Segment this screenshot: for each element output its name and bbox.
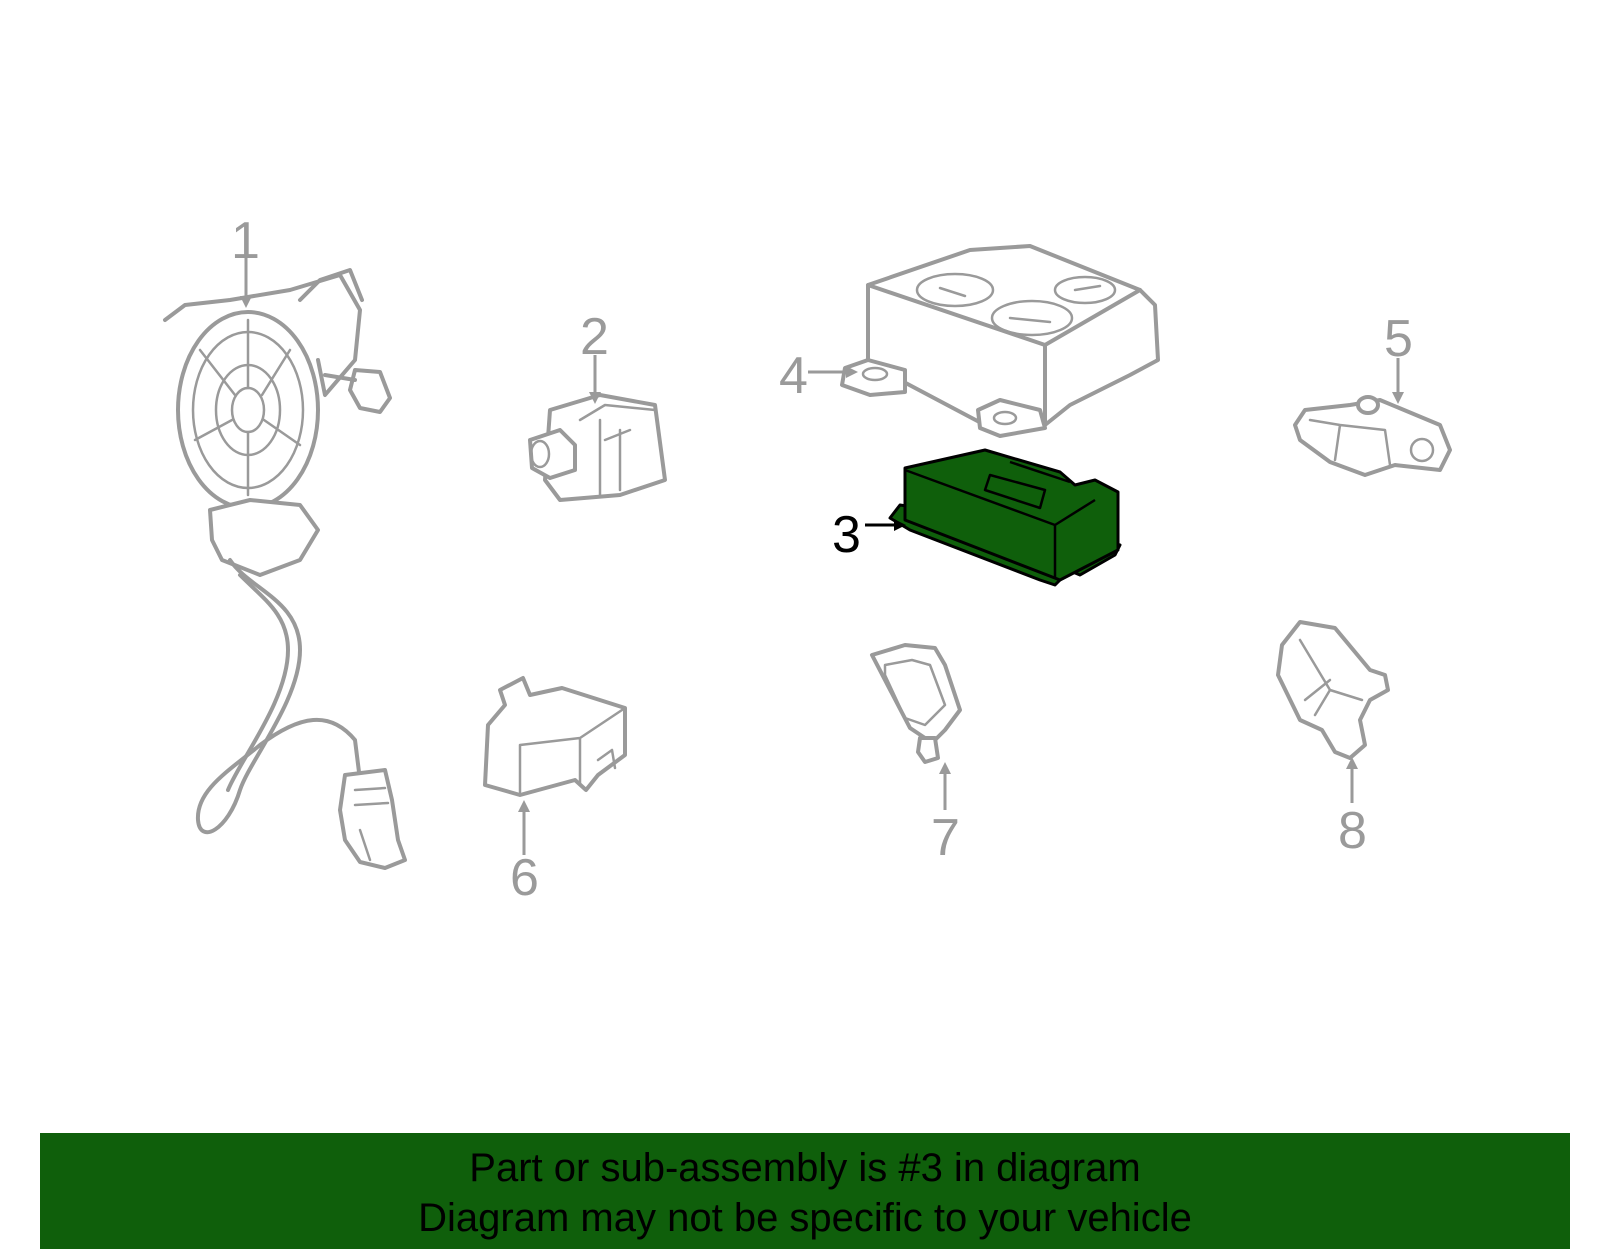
callout-arrows	[240, 258, 1404, 855]
callout-numbers: 1 2 3 4 5 6 7 8	[231, 212, 1413, 907]
banner-line-1: Part or sub-assembly is #3 in diagram	[469, 1146, 1141, 1190]
info-banner: Part or sub-assembly is #3 in diagram Di…	[40, 1133, 1570, 1249]
part-3-airbag-module[interactable]	[888, 448, 1122, 587]
callout-2: 2	[580, 308, 609, 366]
part-2-sensor[interactable]	[528, 393, 667, 502]
callout-1: 1	[231, 212, 260, 270]
callout-7: 7	[931, 809, 960, 867]
part-7-sensor[interactable]	[870, 643, 962, 764]
callout-8: 8	[1338, 802, 1367, 860]
part-4-control-module[interactable]	[840, 244, 1160, 438]
callout-5: 5	[1384, 310, 1413, 368]
banner-line-2: Diagram may not be specific to your vehi…	[418, 1196, 1192, 1240]
callout-6: 6	[510, 849, 539, 907]
part-1-clock-spring[interactable]	[163, 268, 407, 870]
callout-3: 3	[832, 506, 861, 564]
part-6-sensor-bracket[interactable]	[483, 676, 627, 797]
callout-4: 4	[779, 347, 808, 405]
part-8-sensor[interactable]	[1276, 620, 1390, 760]
part-5-impact-sensor[interactable]	[1293, 395, 1452, 477]
